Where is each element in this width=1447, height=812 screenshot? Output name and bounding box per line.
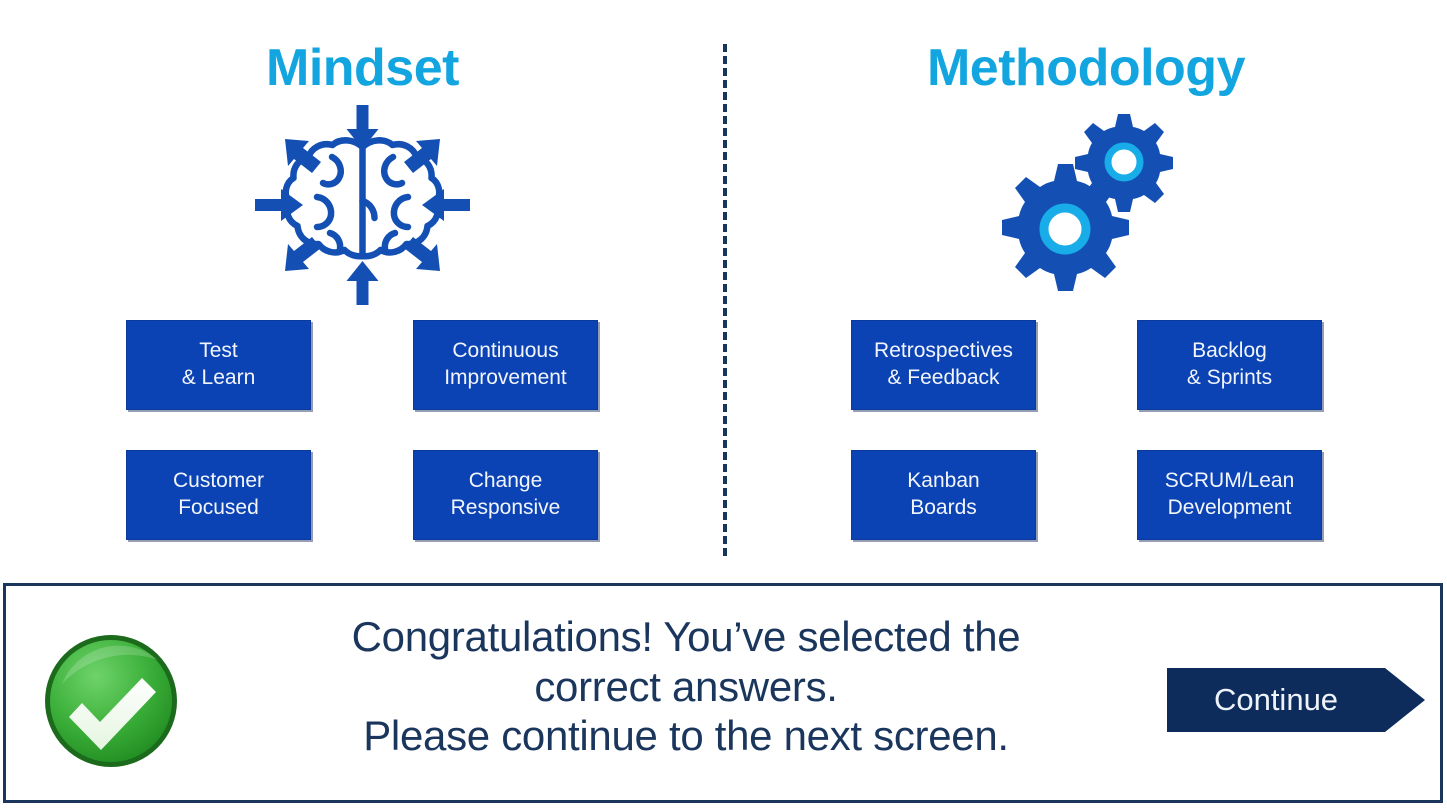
option-line-1: Customer [172,469,265,493]
option-box-kanban-boards[interactable]: Kanban Boards [851,450,1036,540]
option-line-2: & Sprints [1186,366,1273,389]
option-box-scrum-lean-development[interactable]: SCRUM/Lean Development [1137,450,1322,540]
option-box-retrospectives-feedback[interactable]: Retrospectives & Feedback [851,320,1036,410]
brain-icon [255,105,470,305]
gears-icon [1000,108,1180,298]
column-divider [723,44,727,556]
column-title-methodology: Methodology [926,39,1246,97]
option-line-2: Development [1167,496,1292,519]
option-line-1: Retrospectives [874,339,1013,363]
option-line-2: Responsive [450,496,561,519]
option-box-backlog-sprints[interactable]: Backlog & Sprints [1137,320,1322,410]
option-box-test-learn[interactable]: Test & Learn [126,320,311,410]
continue-button[interactable] [1167,668,1425,732]
option-line-1: Continuous [452,339,559,363]
option-line-2: & Learn [181,366,256,389]
option-box-continuous-improvement[interactable]: Continuous Improvement [413,320,598,410]
option-line-2: Focused [178,496,259,519]
feedback-message-line-2: correct answers. [534,662,838,710]
option-line-1: Kanban [907,469,980,493]
option-line-1: Backlog [1192,339,1267,363]
option-line-2: & Feedback [887,366,1000,389]
option-box-change-responsive[interactable]: Change Responsive [413,450,598,540]
option-line-1: Change [468,469,543,493]
feedback-message-line-3: Please continue to the next screen. [363,712,1009,760]
column-title-mindset: Mindset [266,39,459,97]
green-check-icon [42,632,180,770]
option-line-1: SCRUM/Lean [1164,469,1295,493]
option-line-1: Test [199,339,238,363]
feedback-message: Congratulations! You’ve selected the cor… [221,612,1151,761]
option-box-customer-focused[interactable]: Customer Focused [126,450,311,540]
feedback-message-line-1: Congratulations! You’ve selected the [351,613,1021,660]
option-line-2: Improvement [444,366,567,389]
option-line-2: Boards [910,496,977,519]
